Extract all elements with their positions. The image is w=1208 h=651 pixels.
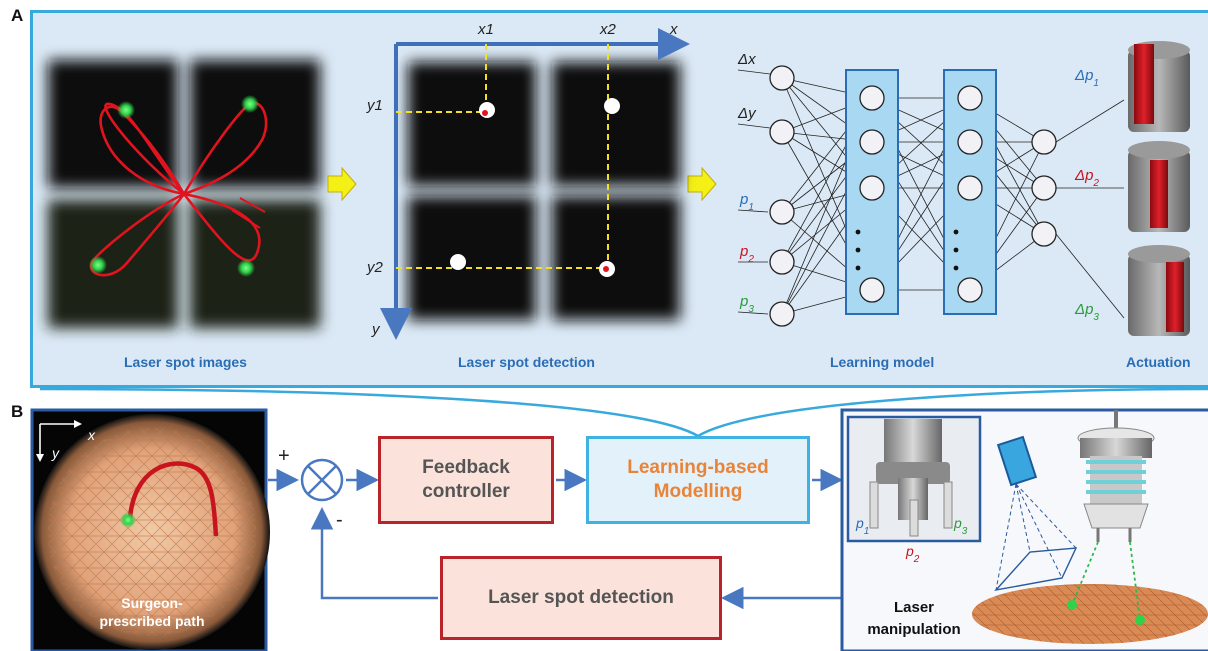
laser-spot-4 [237,259,255,277]
flow-arrows [268,468,843,610]
laser-spot-detection [380,28,690,340]
yellow-arrow-1 [327,166,357,202]
learning-modelling-line2: Modelling [653,481,743,502]
camera-view [30,408,270,651]
laser-path-lemniscate [89,101,268,277]
output-label-dp3: Δp3 [1074,301,1099,323]
learning-model-network [737,65,1125,327]
actuator-3 [1128,245,1190,336]
input-label-p1: p1 [739,191,754,213]
panel-a-graphics: x1 x2 x y1 y2 y [48,21,1190,340]
input-label-dx: Δx [737,51,756,68]
laser-spot-detection-label: Laser spot detection [488,587,674,609]
prescribed-path [127,461,219,537]
caption-laser-spot-detection: Laser spot detection [458,354,595,370]
path-label-line1: Surgeon- [121,595,183,611]
actuation-cylinders [1128,41,1190,336]
panel-a-letter: A [11,6,24,25]
input-label-p3: p3 [739,293,754,315]
panel-link-curves [39,387,1208,438]
output-label-dp1: Δp1 [1074,67,1099,89]
output-label-dp2: Δp2 [1074,167,1099,189]
feedback-controller-line1: Feedback [422,457,510,479]
path-label-line2: prescribed path [99,613,204,629]
plus-sign: + [278,445,290,467]
panel-b-graphics: x y Surgeon- prescribed path + - [30,387,1208,651]
axis-x1-label: x1 [477,21,494,38]
laser-manipulation-line2: manipulation [867,621,960,638]
minus-sign: - [336,509,343,531]
laser-spot-images [48,60,320,328]
axis-x-label: x [669,21,678,38]
yellow-arrow-2 [687,166,717,202]
input-label-p2: p2 [739,243,754,265]
robot-panel [840,408,1208,651]
laser-spot-2 [241,95,259,113]
axis-y1-label: y1 [366,97,383,114]
network-connections [737,69,1125,319]
axis-y2-label: y2 [366,259,384,276]
camera-axis-y: y [51,445,60,461]
actuator-1 [1128,41,1190,132]
camera-laser-spot [120,512,136,528]
laser-spot-1 [117,101,135,119]
laser-spot-detection-box: Laser spot detection [440,556,722,640]
feedback-controller-line2: controller [422,481,510,502]
caption-actuation: Actuation [1126,354,1191,370]
actuator-2 [1128,141,1190,232]
camera-axis-x: x [87,427,96,443]
axis-y-label: y [371,321,381,338]
axis-x2-label: x2 [599,21,617,38]
input-label-dy: Δy [737,105,757,122]
summing-junction [300,458,344,502]
panel-b-letter: B [11,402,24,421]
laser-spot-3 [89,256,107,274]
caption-learning-model: Learning model [830,354,935,370]
laser-manipulation-line1: Laser [894,599,934,616]
learning-modelling-line1: Learning-based [627,457,769,479]
caption-laser-spot-images: Laser spot images [124,354,247,370]
